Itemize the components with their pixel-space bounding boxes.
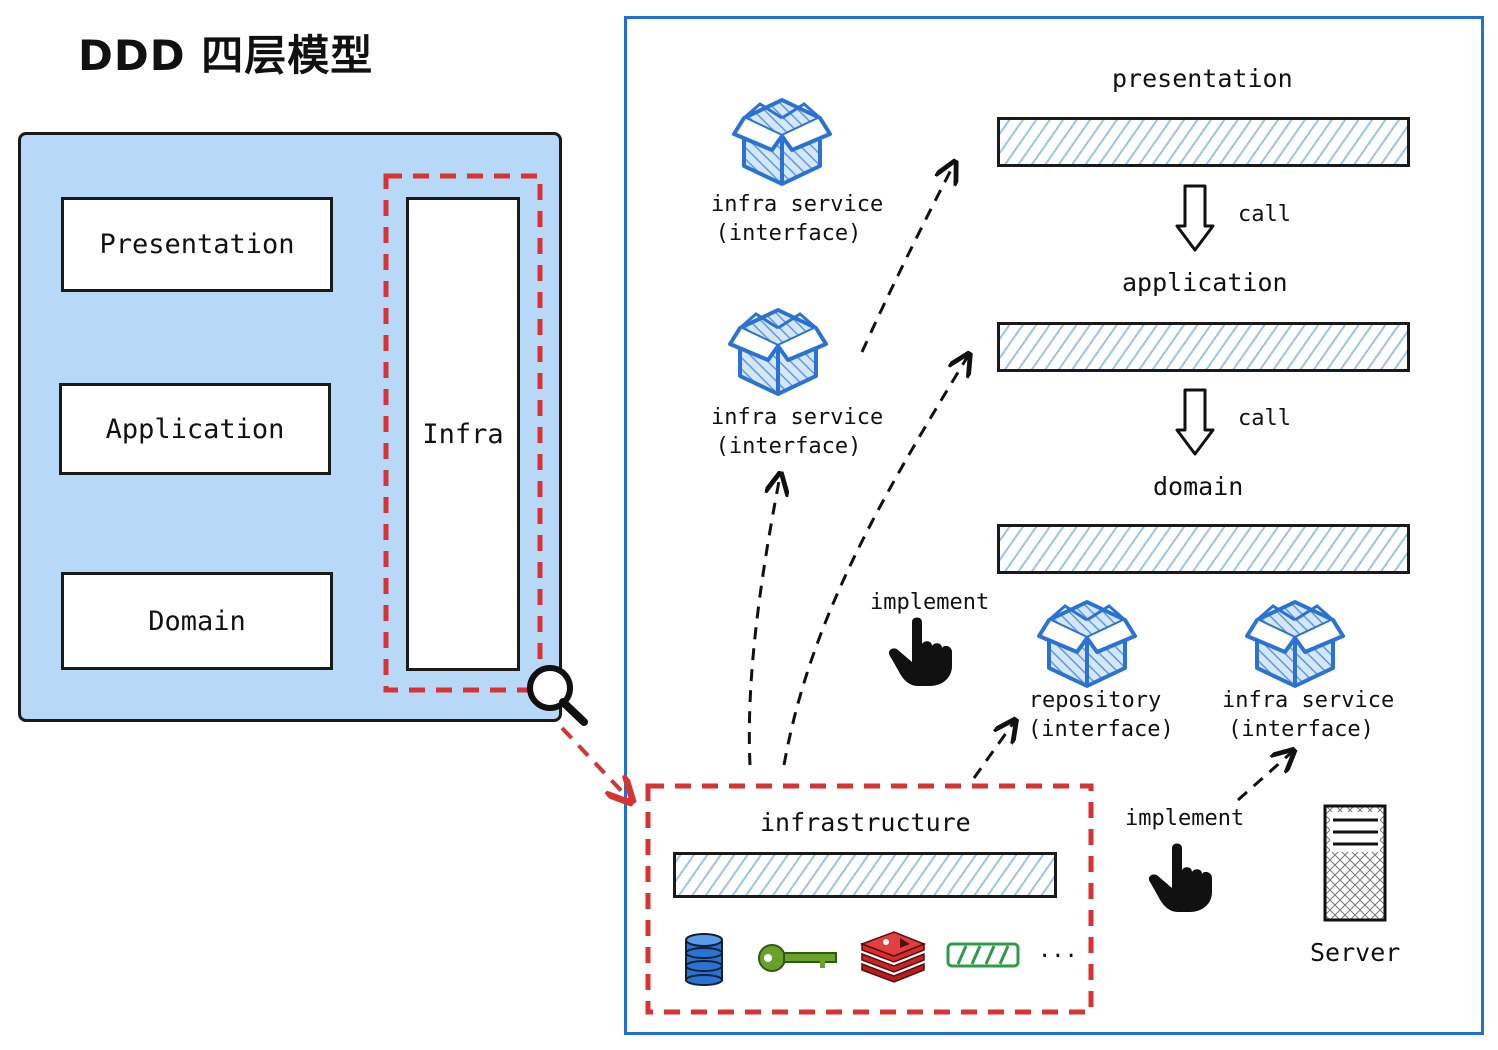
- implement-arrow-1: [747, 476, 780, 766]
- implement-arrow-5: [1237, 752, 1292, 802]
- key-icon: [758, 944, 837, 972]
- call-arrow-icon-2: [1175, 388, 1215, 456]
- application-layer-box: Application: [59, 383, 331, 475]
- infra-service-label-3: infra service (interface): [1222, 688, 1395, 742]
- box-icon: [728, 308, 828, 396]
- domain-layer-label: Domain: [148, 605, 246, 637]
- server-label: Server: [1310, 938, 1401, 967]
- implement-arrow-4: [972, 722, 1014, 779]
- presentation-heading: presentation: [1112, 64, 1293, 93]
- repository-label: repository (interface): [1028, 688, 1174, 742]
- infrastructure-heading: infrastructure: [760, 808, 971, 837]
- pointing-hand-icon: [1148, 843, 1212, 912]
- domain-layer-box: Domain: [61, 572, 333, 670]
- presentation-layer-box: Presentation: [61, 197, 333, 292]
- implement-label-2: implement: [1125, 806, 1245, 831]
- infra-highlight-frame: [383, 173, 543, 693]
- implement-arrow-3: [860, 164, 954, 353]
- domain-bar: [997, 524, 1410, 574]
- infra-layer-label: Infra: [422, 418, 504, 450]
- page-title: DDD 四层模型: [78, 31, 374, 80]
- presentation-layer-label: Presentation: [99, 229, 295, 260]
- domain-heading: domain: [1153, 472, 1244, 501]
- application-heading: application: [1122, 268, 1288, 297]
- infrastructure-bar: [673, 852, 1057, 898]
- box-icon: [732, 98, 832, 186]
- database-icon: [685, 933, 723, 986]
- infra-service-label-1: infra service (interface): [711, 192, 884, 246]
- application-bar: [997, 322, 1410, 372]
- redis-icon: [859, 931, 927, 983]
- pointing-hand-icon: [888, 617, 952, 686]
- zoom-arrow: [560, 726, 630, 800]
- application-layer-label: Application: [105, 413, 285, 445]
- magnifier-icon: [527, 665, 588, 726]
- presentation-bar: [997, 117, 1410, 167]
- queue-icon: [946, 942, 1020, 968]
- call-label-1: call: [1238, 202, 1291, 227]
- infra-service-label-2: infra service (interface): [711, 405, 884, 459]
- implement-arrow-2: [782, 356, 968, 766]
- infra-layer-box: Infra: [406, 197, 520, 671]
- box-icon: [1245, 600, 1345, 688]
- box-icon: [1037, 600, 1137, 688]
- layer-overview-panel: Presentation Application Domain Infra: [18, 132, 562, 722]
- call-arrow-icon-1: [1175, 184, 1215, 252]
- infrastructure-highlight-frame: [645, 783, 1094, 1015]
- call-label-2: call: [1238, 406, 1291, 431]
- server-icon: [1323, 804, 1387, 922]
- ellipsis-label: ...: [1038, 938, 1078, 963]
- implement-label-1: implement: [870, 590, 990, 615]
